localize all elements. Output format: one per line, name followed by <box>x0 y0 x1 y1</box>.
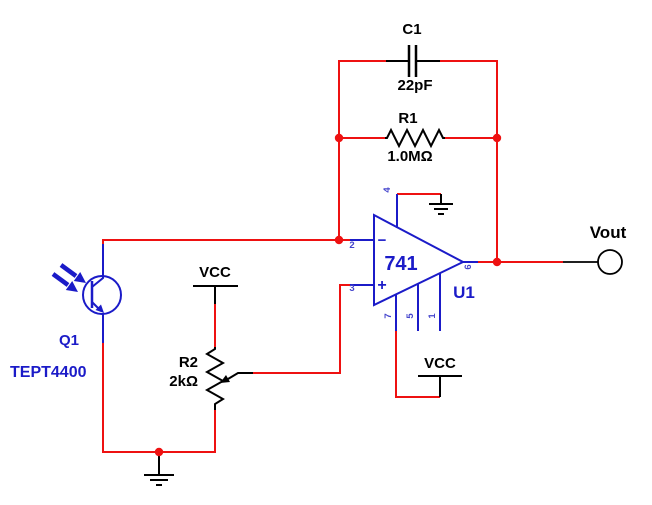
r1-zigzag <box>385 127 445 149</box>
vcc-bar <box>418 375 462 397</box>
vcc-label-r2: VCC <box>199 264 231 281</box>
junction-dot <box>492 257 502 267</box>
opamp-u1[interactable]: − + <box>350 194 478 331</box>
ground-symbol-bottom[interactable] <box>144 452 174 486</box>
r2-value-label: 2kΩ <box>169 373 198 390</box>
pin6-number: 6 <box>463 264 474 269</box>
opamp-inverting-sign: − <box>378 232 387 249</box>
vcc-symbol-opamp[interactable] <box>418 375 462 397</box>
ground-symbol-opamp[interactable] <box>429 194 453 215</box>
r2-zigzag <box>204 347 226 410</box>
r2-wiper-arrowhead <box>220 375 230 383</box>
r1-ref-label: R1 <box>398 110 417 127</box>
c1-value-label: 22pF <box>397 77 432 94</box>
q1-collector <box>91 244 104 288</box>
c1-plates <box>407 45 418 77</box>
pin7-number: 7 <box>383 313 394 318</box>
light-arrow-head <box>65 281 78 292</box>
light-arrow-shaft <box>51 272 70 287</box>
vout-terminal[interactable] <box>597 249 623 275</box>
pin4-number: 4 <box>382 187 393 193</box>
wire-emitter-to-ground[interactable] <box>102 343 216 453</box>
potentiometer-r2[interactable] <box>204 347 253 410</box>
q1-emitter-arrowhead <box>95 304 104 313</box>
pin2-number: 2 <box>349 240 354 251</box>
r2-wiper-lead <box>227 372 253 380</box>
wire-wiper-to-noninverting-input[interactable] <box>253 284 350 374</box>
ground-bars <box>429 203 453 215</box>
pin1-number: 1 <box>427 313 438 319</box>
ground-bars <box>144 474 174 486</box>
q1-part-label: TEPT4400 <box>10 364 87 381</box>
opamp-part-label: 741 <box>384 253 417 275</box>
resistor-r1[interactable] <box>385 127 445 149</box>
capacitor-c1[interactable] <box>386 45 440 77</box>
wire-feedback-left[interactable] <box>338 60 386 240</box>
c1-ref-label: C1 <box>402 21 421 38</box>
junction-dot <box>334 133 344 143</box>
phototransistor-q1[interactable] <box>51 244 122 343</box>
light-arrow-shaft <box>59 263 78 278</box>
vcc-label-opamp: VCC <box>424 355 456 372</box>
junction-dot <box>492 133 502 143</box>
wire-feedback-right[interactable] <box>440 60 498 262</box>
pin5-number: 5 <box>405 313 416 319</box>
vcc-symbol-r2[interactable] <box>193 285 238 304</box>
junction-dot <box>334 235 344 245</box>
r2-ref-label: R2 <box>179 354 198 371</box>
pin3-number: 3 <box>349 283 354 294</box>
q1-ref-label: Q1 <box>59 332 79 349</box>
opamp-triangle <box>373 213 466 307</box>
junction-dot <box>154 447 164 457</box>
light-arrows-icon <box>51 263 86 292</box>
r1-value-label: 1.0MΩ <box>387 148 432 165</box>
opamp-noninverting-sign: + <box>377 277 386 294</box>
light-arrow-head <box>73 272 86 283</box>
wire-pin7-to-vcc[interactable] <box>395 331 440 398</box>
opamp-ref-label: U1 <box>453 283 475 302</box>
vcc-bar <box>193 285 238 304</box>
vout-label: Vout <box>590 223 627 242</box>
wire-collector-to-inverting-input[interactable] <box>102 239 350 244</box>
